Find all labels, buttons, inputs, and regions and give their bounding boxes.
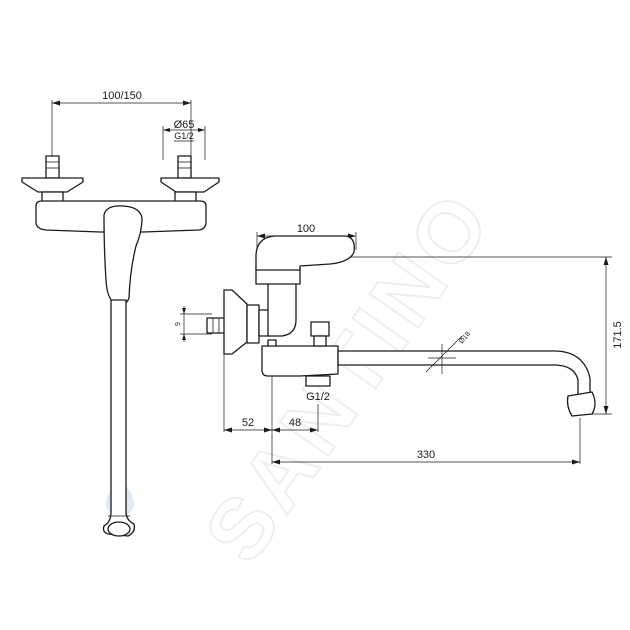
side-inlet-fitting — [206, 289, 270, 355]
dim-thread-label: G1/2 — [174, 131, 194, 141]
left-inlet-fitting — [21, 155, 84, 205]
dim-flange: Ø65 G1/2 — [162, 119, 206, 160]
mixer-lever — [103, 205, 143, 306]
front-view: 100/150 Ø65 G1/2 — [21, 90, 220, 537]
dim-wall-label: 52 — [242, 417, 254, 429]
dim-spacing: 100/150 — [51, 90, 192, 160]
dim-outlet-thread-label: G1/2 — [306, 391, 330, 403]
dim-offset: 48 — [272, 417, 318, 433]
spout-front-tip — [107, 521, 131, 537]
right-inlet-fitting — [160, 155, 220, 205]
dim-inlet: 9 — [175, 306, 212, 342]
watermark-logo: SANTINO — [186, 172, 513, 580]
dim-pipe-diameter-label: Ø18 — [458, 331, 472, 346]
watermark-text: SANTINO — [187, 173, 512, 579]
dim-length: 330 — [272, 449, 580, 465]
spout-side-tip — [566, 391, 596, 417]
diverter-body — [261, 321, 339, 387]
dim-lever-label: 100 — [297, 223, 315, 235]
dim-diameter-label: Ø65 — [174, 119, 195, 131]
side-view: 100 171.5 9 — [175, 223, 624, 465]
spout-front — [102, 299, 136, 537]
dim-spacing-label: 100/150 — [102, 90, 142, 102]
dim-wall: 52 — [224, 417, 272, 433]
dim-height: 171.5 — [350, 256, 624, 415]
dim-offset-label: 48 — [289, 417, 301, 429]
dim-height-label: 171.5 — [612, 321, 624, 349]
dim-length-label: 330 — [417, 449, 435, 461]
dim-inlet-label: 9 — [175, 322, 182, 326]
side-lever — [255, 235, 355, 271]
